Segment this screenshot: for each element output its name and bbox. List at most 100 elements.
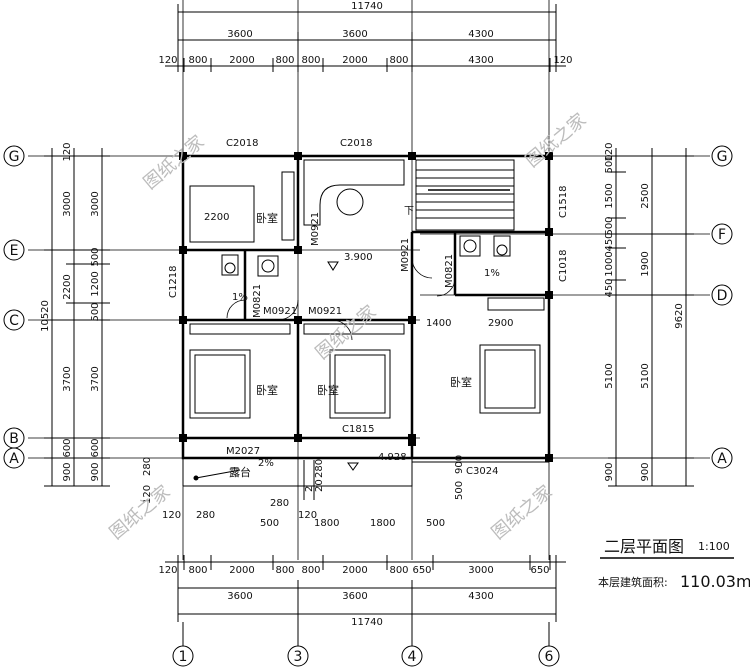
window-c2018-b: C2018: [340, 138, 372, 149]
dim-2: 2: [304, 486, 315, 492]
right-inner-dim: 1900: [640, 251, 651, 276]
axis-label-a-left: A: [9, 451, 19, 467]
top-sub-dim: 800: [301, 55, 320, 66]
dim-1800: 1800: [370, 518, 395, 529]
left-inner-dim: 900: [90, 462, 101, 481]
top-sub-dim: 800: [389, 55, 408, 66]
door-m2027: M2027: [226, 446, 260, 457]
bottom-sub-dim: 800: [188, 565, 207, 576]
watermark: 图纸之家: [140, 131, 209, 193]
left-dim: 900: [62, 462, 73, 481]
watermark: 图纸之家: [522, 109, 591, 171]
bottom-sub-dim: 650: [412, 565, 431, 576]
right-inner-dim: 2500: [640, 183, 651, 208]
left-overall-dim: 10520: [40, 300, 51, 332]
room-bedroom-3: 卧室: [317, 383, 339, 397]
slope-terrace: 2%: [258, 458, 274, 469]
right-dim: 450: [604, 232, 615, 251]
dim-1400: 1400: [426, 318, 451, 329]
axis-bubbles-right: [711, 145, 733, 469]
axis-label-d-right: D: [717, 288, 728, 304]
top-sub-dim: 120: [158, 55, 177, 66]
lounge-sofa: [303, 159, 405, 226]
bottom-sub-dim: 800: [301, 565, 320, 576]
dim-280: 280: [314, 459, 325, 478]
room-bedroom-2: 卧室: [256, 383, 278, 397]
left-inner-dim: 500: [90, 247, 101, 266]
right-dim: 500: [604, 154, 615, 173]
window-c1018: C1018: [558, 250, 569, 282]
dim-280: 280: [270, 498, 289, 509]
axis-label-g-left: G: [9, 149, 20, 165]
columns: [179, 152, 553, 462]
dim-2900: 2900: [488, 318, 513, 329]
bottom-sub-dim: 800: [275, 565, 294, 576]
room-bedroom-4: 卧室: [450, 375, 472, 389]
drawing-scale: 1:100: [698, 540, 730, 553]
axis-bubbles-left: [3, 145, 25, 469]
staircase: [415, 159, 515, 231]
dim-280: 280: [142, 457, 153, 476]
bottom-ticks: [177, 555, 557, 622]
top-dim-2: 3600: [342, 29, 367, 40]
top-sub-dim: 800: [188, 55, 207, 66]
axis-label-1: 1: [179, 649, 188, 665]
axis-bubbles-bottom: [172, 645, 560, 667]
elevation-3900: 3.900: [344, 252, 373, 263]
elevation-4928: 4.928: [378, 452, 407, 463]
bottom-dim-2: 3600: [342, 591, 367, 602]
beds: [189, 185, 541, 419]
door-m0921-c: M0921: [400, 238, 411, 272]
door-m0921-b: M0921: [308, 306, 342, 317]
bottom-dim-1: 3600: [227, 591, 252, 602]
dim-500: 500: [260, 518, 279, 529]
window-c1218: C1218: [168, 266, 179, 298]
dim-500: 500: [426, 518, 445, 529]
slope-bath-2: 1%: [484, 268, 500, 279]
watermark: 图纸之家: [488, 481, 557, 543]
axis-label-3: 3: [294, 649, 303, 665]
stair-down-label: 下: [404, 206, 414, 217]
drawing-title: 二层平面图: [604, 537, 684, 556]
dim-20: 20: [314, 479, 325, 492]
bottom-sub-dim: 3000: [468, 565, 493, 576]
room-bedroom-1: 卧室: [256, 211, 278, 225]
dim-1800: 1800: [314, 518, 339, 529]
door-m0921-bed: M0921: [310, 212, 321, 246]
right-dim: 1500: [604, 183, 615, 208]
door-swings: [226, 257, 456, 341]
bathroom-fixtures: [221, 235, 511, 277]
axis-label-f-right: F: [718, 227, 726, 243]
dim-120: 120: [298, 510, 317, 521]
left-dim: 120: [62, 142, 73, 161]
top-sub-dim: 120: [553, 55, 572, 66]
top-overall-dim: 11740: [351, 1, 383, 12]
right-dim: 900: [604, 462, 615, 481]
dim-120: 120: [142, 485, 153, 504]
bottom-sub-dim: 800: [389, 565, 408, 576]
dim-900: 900: [454, 455, 465, 474]
dim-280: 280: [196, 510, 215, 521]
area-label: 本层建筑面积:: [598, 575, 668, 589]
left-inner-dim: 3000: [90, 191, 101, 216]
right-dim: 1000: [604, 251, 615, 276]
bottom-dim-3: 4300: [468, 591, 493, 602]
dim-500: 500: [454, 481, 465, 500]
slope-bath-1: 1%: [232, 292, 248, 303]
right-inner-dim: 5100: [640, 363, 651, 388]
left-inner-dim: 500: [90, 302, 101, 321]
axis-label-g-right: G: [717, 149, 728, 165]
left-inner-dim: 1200: [90, 271, 101, 296]
left-dim: 2200: [62, 274, 73, 299]
right-inner-dim: 900: [640, 462, 651, 481]
door-m0821-b: M0821: [444, 254, 455, 288]
left-dim: 3700: [62, 366, 73, 391]
wardrobes: [189, 171, 545, 335]
axis-label-6: 6: [545, 649, 554, 665]
window-c1518: C1518: [558, 186, 569, 218]
window-c1815: C1815: [342, 424, 374, 435]
left-inner-dim: 3700: [90, 366, 101, 391]
axis-label-4: 4: [408, 649, 417, 665]
